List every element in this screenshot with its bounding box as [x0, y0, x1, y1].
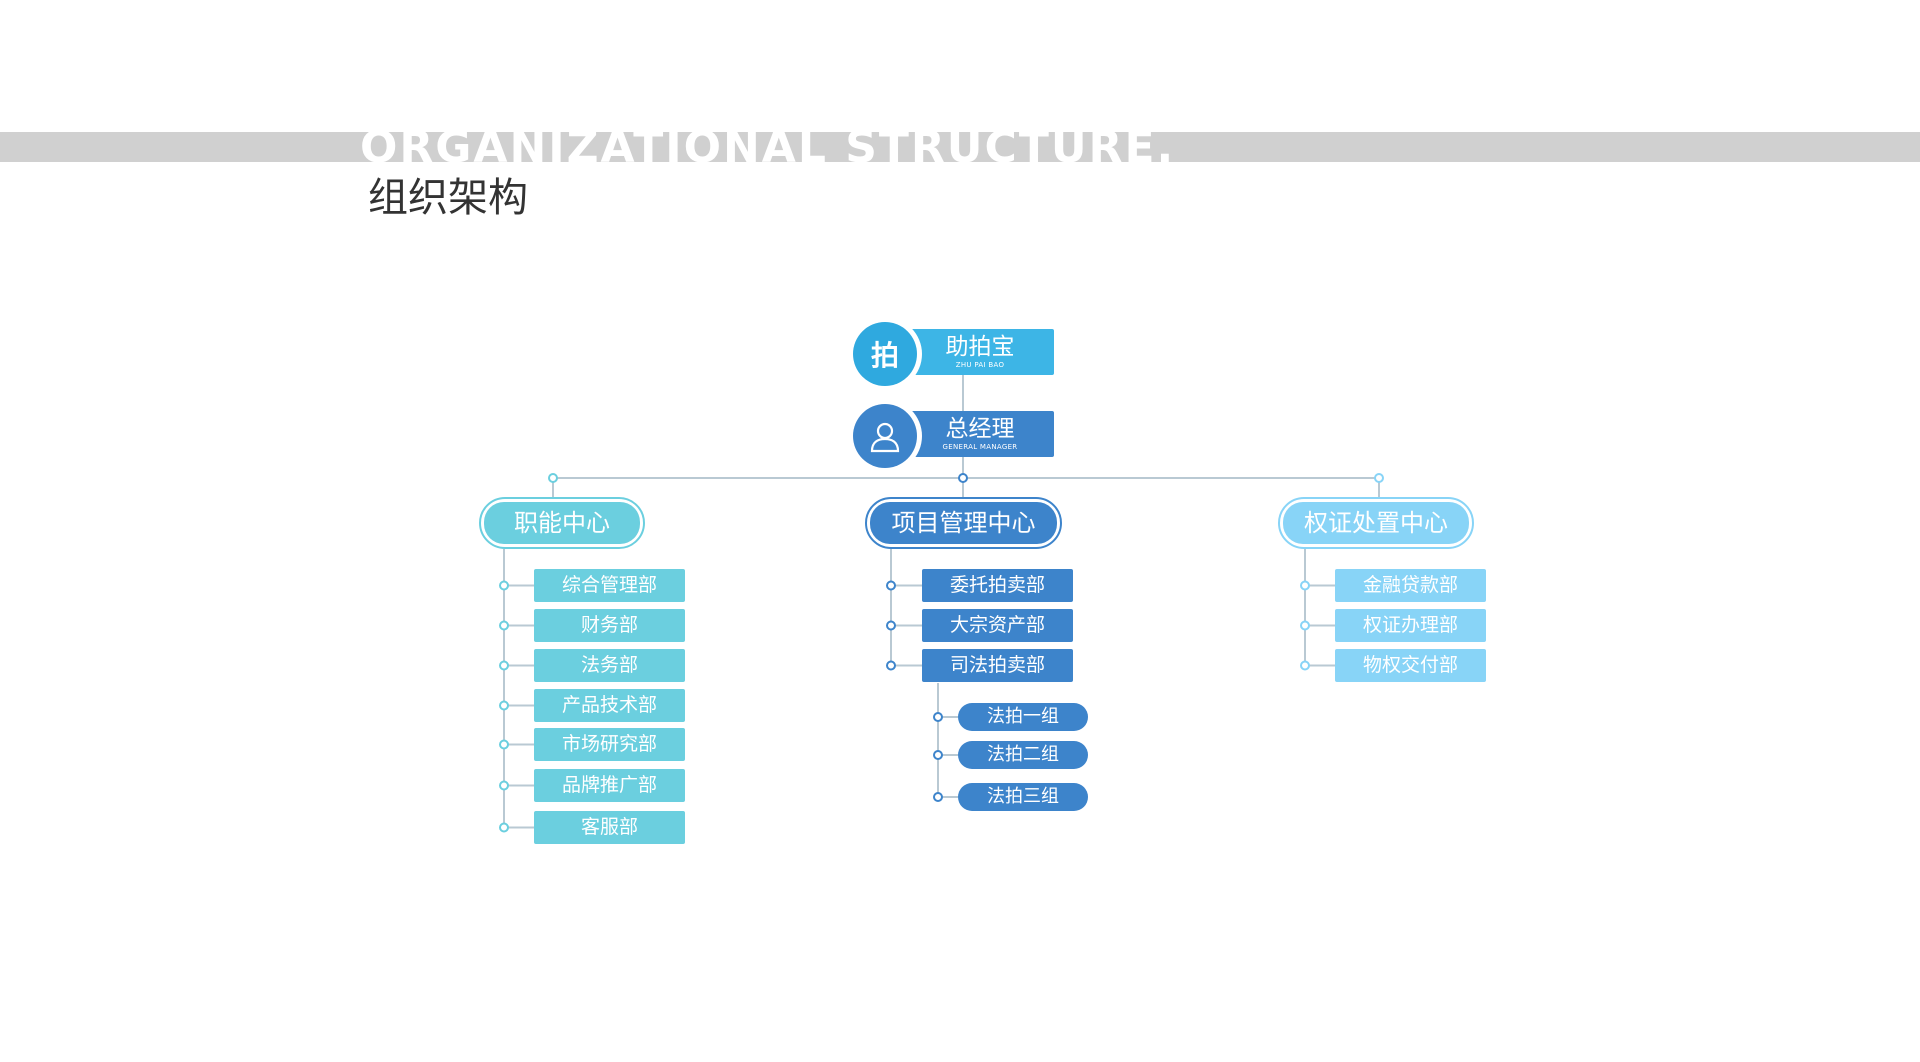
dept-rights-node-3: [1300, 660, 1310, 671]
header-band: [0, 132, 1920, 162]
dept-functional-node-7: [499, 822, 509, 833]
title-cn: 组织架构: [368, 175, 528, 221]
dept-rights-node-2: [1300, 620, 1310, 631]
dept-functional-3[interactable]: 法务部: [534, 649, 685, 682]
dept-functional-node-2: [499, 620, 509, 631]
root-label: 助拍宝: [945, 334, 1015, 360]
dept-project-3[interactable]: 司法拍卖部: [922, 649, 1073, 682]
dept-functional-node-5: [499, 739, 509, 750]
dept-functional-4[interactable]: 产品技术部: [534, 689, 685, 722]
user-icon: [853, 404, 917, 468]
root-sub: ZHU PAI BAO: [955, 361, 1005, 369]
dept-functional-node-6: [499, 780, 509, 791]
dept-functional-node-1: [499, 580, 509, 591]
dept-functional-6[interactable]: 品牌推广部: [534, 769, 685, 802]
gm-label: 总经理: [945, 416, 1015, 442]
dept-rights-1[interactable]: 金融贷款部: [1335, 569, 1486, 602]
group-node-2: [933, 750, 943, 760]
dept-functional-7[interactable]: 客服部: [534, 811, 685, 844]
dept-project-1[interactable]: 委托拍卖部: [922, 569, 1073, 602]
center-project-label: 项目管理中心: [870, 502, 1057, 544]
bus-node-functional: [548, 473, 558, 483]
dept-rights-2[interactable]: 权证办理部: [1335, 609, 1486, 642]
group-node-3: [933, 792, 943, 802]
root-node[interactable]: 助拍宝 ZHU PAI BAO: [906, 329, 1054, 375]
user-icon-glyph: [870, 422, 900, 453]
bus-node-project: [958, 473, 968, 483]
root-icon-char: 拍: [870, 339, 899, 372]
center-rights-label: 权证处置中心: [1283, 502, 1469, 544]
dept-functional-5[interactable]: 市场研究部: [534, 728, 685, 761]
group-1[interactable]: 法拍一组: [958, 703, 1088, 731]
gm-node[interactable]: 总经理 GENERAL MANAGER: [906, 411, 1054, 457]
center-project[interactable]: 项目管理中心: [865, 497, 1062, 549]
dept-functional-node-3: [499, 660, 509, 671]
dept-functional-node-4: [499, 700, 509, 711]
dept-functional-1[interactable]: 综合管理部: [534, 569, 685, 602]
pai-character-icon: 拍: [853, 322, 917, 386]
dept-project-2[interactable]: 大宗资产部: [922, 609, 1073, 642]
group-3[interactable]: 法拍三组: [958, 783, 1088, 811]
dept-rights-node-1: [1300, 580, 1310, 591]
dept-project-node-2: [886, 620, 896, 631]
center-functional[interactable]: 职能中心: [479, 497, 645, 549]
bus-node-rights: [1374, 473, 1384, 483]
dept-functional-2[interactable]: 财务部: [534, 609, 685, 642]
center-functional-label: 职能中心: [484, 502, 640, 544]
dept-rights-3[interactable]: 物权交付部: [1335, 649, 1486, 682]
dept-project-node-1: [886, 580, 896, 591]
gm-sub: GENERAL MANAGER: [942, 443, 1018, 451]
group-2[interactable]: 法拍二组: [958, 741, 1088, 769]
center-rights[interactable]: 权证处置中心: [1278, 497, 1474, 549]
title-en: ORGANIZATIONAL STRUCTURE.: [360, 122, 1176, 173]
dept-project-node-3: [886, 660, 896, 671]
group-node-1: [933, 712, 943, 722]
